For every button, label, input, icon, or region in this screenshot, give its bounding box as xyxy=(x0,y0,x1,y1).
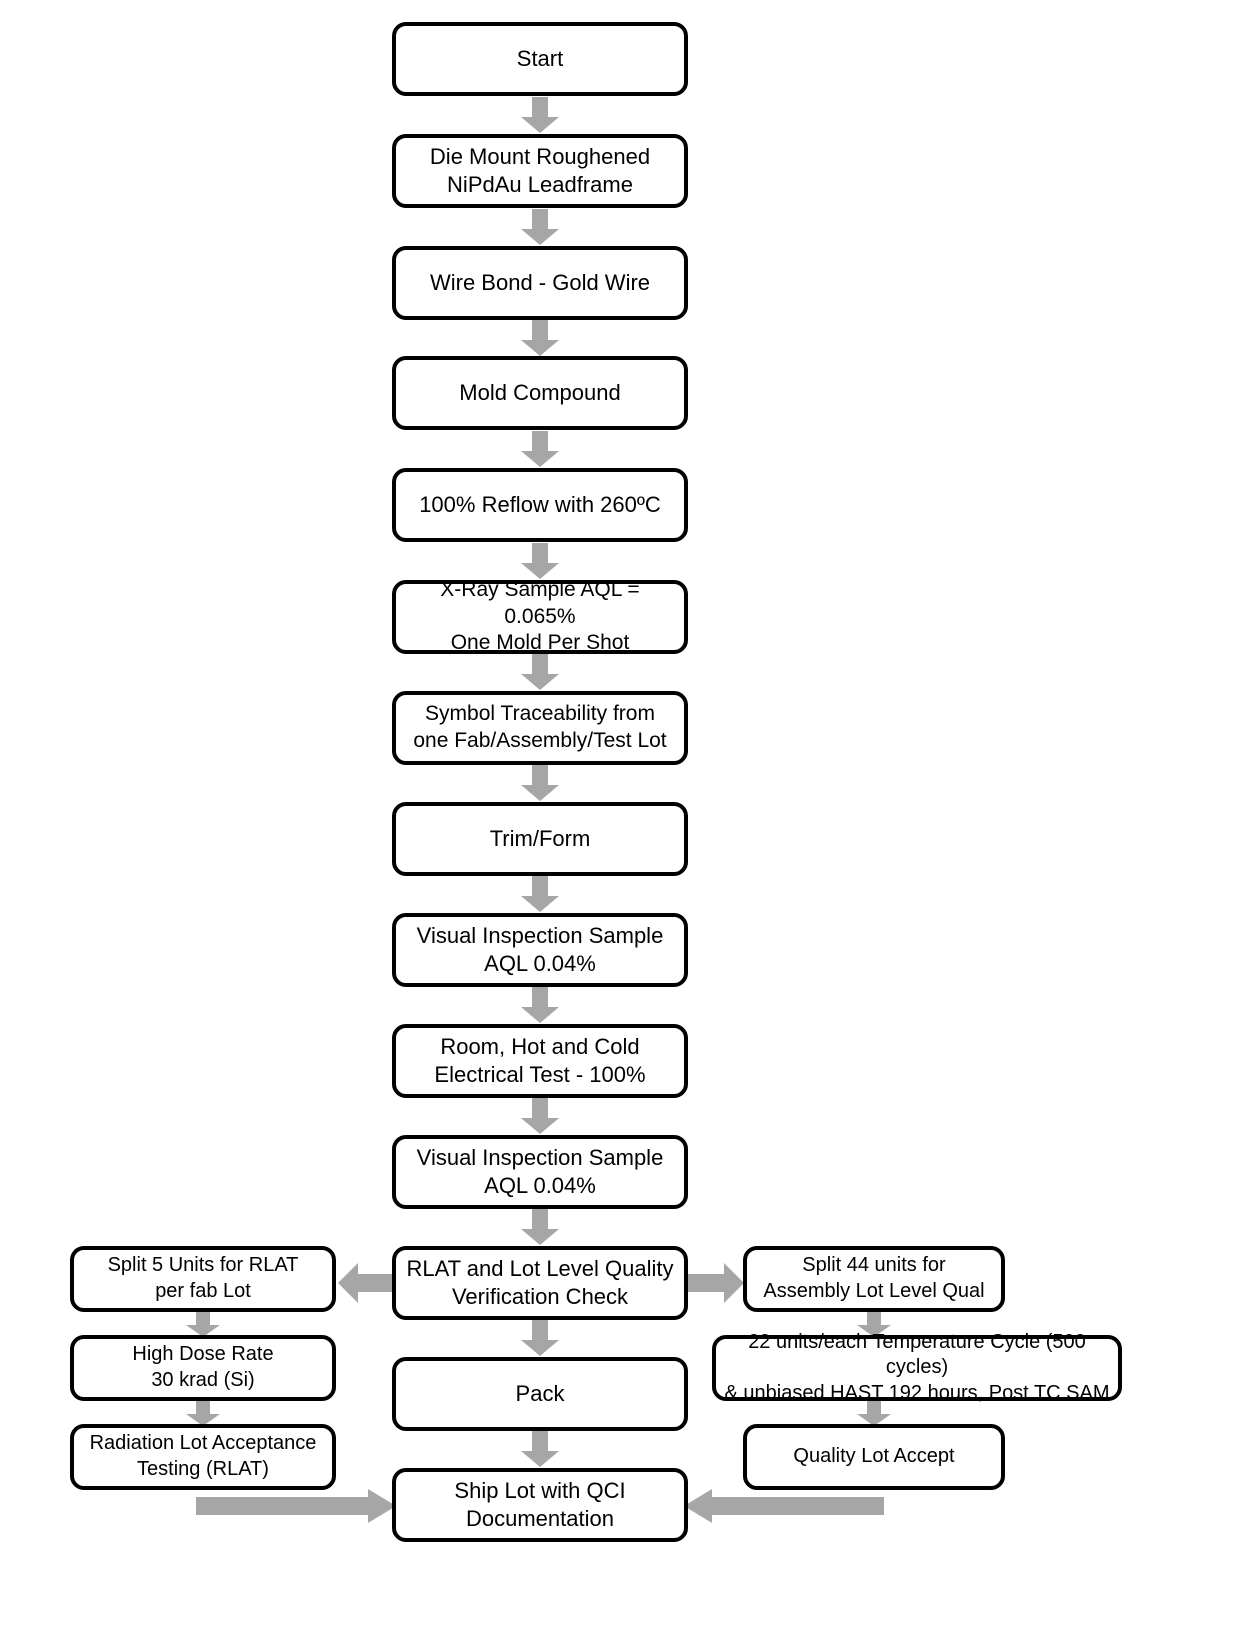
node-rlat-lot-level-check[interactable]: RLAT and Lot Level Quality Verification … xyxy=(392,1246,688,1320)
arrow-visual-2-to-rlat-check xyxy=(521,1209,559,1245)
node-label: High Dose Rate 30 krad (Si) xyxy=(132,1343,274,1391)
node-label: Quality Lot Accept xyxy=(793,1445,955,1468)
node-label: Split 5 Units for RLAT per fab Lot xyxy=(107,1254,299,1302)
arrow-pack-to-ship xyxy=(521,1431,559,1467)
arrow-xray-to-symbol xyxy=(521,654,559,690)
arrow-quality-accept-to-ship xyxy=(684,1489,884,1523)
node-start[interactable]: Start xyxy=(392,22,688,96)
arrow-temp-cycle-to-quality-accept xyxy=(857,1401,891,1426)
node-xray-sample[interactable]: X-Ray Sample AQL = 0.065% One Mold Per S… xyxy=(392,578,688,654)
node-label: Start xyxy=(516,45,564,71)
node-label: 100% Reflow with 260ºC xyxy=(419,491,661,517)
node-label: RLAT and Lot Level Quality Verification … xyxy=(406,1255,674,1309)
arrow-symbol-to-trim-form xyxy=(521,765,559,801)
arrow-rlat-check-to-split-44 xyxy=(688,1263,744,1303)
node-ship-lot[interactable]: Ship Lot with QCI Documentation xyxy=(392,1468,688,1542)
arrow-die-mount-to-wire-bond xyxy=(521,209,559,245)
node-label: Visual Inspection Sample AQL 0.04% xyxy=(416,1144,664,1198)
node-symbol-traceability[interactable]: Symbol Traceability from one Fab/Assembl… xyxy=(392,691,688,765)
node-label: Symbol Traceability from one Fab/Assembl… xyxy=(413,702,667,752)
node-reflow[interactable]: 100% Reflow with 260ºC xyxy=(392,468,688,542)
node-die-mount[interactable]: Die Mount Roughened NiPdAu Leadframe xyxy=(392,134,688,208)
node-label: 22 units/each Temperature Cycle (500 cyc… xyxy=(724,1330,1110,1404)
node-label: Pack xyxy=(515,1380,565,1406)
arrow-high-dose-to-rlat-test xyxy=(186,1401,220,1426)
node-trim-form[interactable]: Trim/Form xyxy=(392,802,688,876)
node-label: X-Ray Sample AQL = 0.065% One Mold Per S… xyxy=(440,577,640,655)
arrow-trim-form-to-visual-1 xyxy=(521,876,559,912)
node-wire-bond[interactable]: Wire Bond - Gold Wire xyxy=(392,246,688,320)
node-electrical-test[interactable]: Room, Hot and Cold Electrical Test - 100… xyxy=(392,1024,688,1098)
node-high-dose-rate[interactable]: High Dose Rate 30 krad (Si) xyxy=(70,1335,336,1401)
node-label: Split 44 units for Assembly Lot Level Qu… xyxy=(763,1254,985,1302)
node-label: Room, Hot and Cold Electrical Test - 100… xyxy=(434,1033,646,1087)
arrow-etest-to-visual-2 xyxy=(521,1098,559,1134)
arrow-wire-bond-to-mold xyxy=(521,320,559,356)
node-temperature-cycle-hast[interactable]: 22 units/each Temperature Cycle (500 cyc… xyxy=(712,1331,1122,1404)
node-visual-inspection-2[interactable]: Visual Inspection Sample AQL 0.04% xyxy=(392,1135,688,1209)
node-label: Die Mount Roughened NiPdAu Leadframe xyxy=(429,143,651,197)
node-radiation-lot-acceptance-testing[interactable]: Radiation Lot Acceptance Testing (RLAT) xyxy=(70,1424,336,1490)
node-split-44-units[interactable]: Split 44 units for Assembly Lot Level Qu… xyxy=(743,1246,1005,1312)
arrow-rlat-test-to-ship xyxy=(196,1489,396,1523)
node-pack[interactable]: Pack xyxy=(392,1357,688,1431)
node-label: Ship Lot with QCI Documentation xyxy=(454,1477,626,1531)
node-label: Visual Inspection Sample AQL 0.04% xyxy=(416,922,664,976)
arrow-rlat-check-to-pack xyxy=(521,1320,559,1356)
arrow-split-5-to-high-dose xyxy=(186,1312,220,1337)
arrow-rlat-check-to-split-5 xyxy=(338,1263,392,1303)
arrow-reflow-to-xray xyxy=(521,543,559,579)
arrow-mold-to-reflow xyxy=(521,431,559,467)
arrow-visual-1-to-etest xyxy=(521,987,559,1023)
arrow-start-to-die-mount xyxy=(521,97,559,133)
node-label: Radiation Lot Acceptance Testing (RLAT) xyxy=(89,1432,317,1480)
node-label: Trim/Form xyxy=(489,825,591,851)
node-visual-inspection-1[interactable]: Visual Inspection Sample AQL 0.04% xyxy=(392,913,688,987)
node-split-5-units[interactable]: Split 5 Units for RLAT per fab Lot xyxy=(70,1246,336,1312)
node-quality-lot-accept[interactable]: Quality Lot Accept xyxy=(743,1424,1005,1490)
node-label: Mold Compound xyxy=(459,379,621,405)
node-mold-compound[interactable]: Mold Compound xyxy=(392,356,688,430)
arrow-split-44-to-temp-cycle xyxy=(857,1312,891,1337)
node-label: Wire Bond - Gold Wire xyxy=(429,269,651,295)
